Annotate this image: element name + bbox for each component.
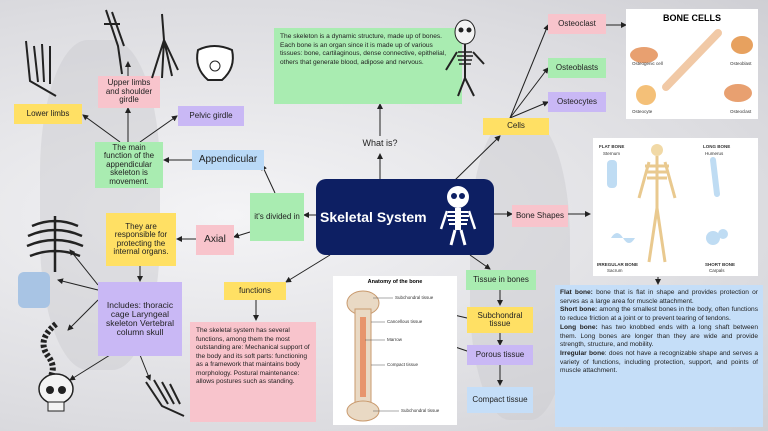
humerus-label: Humerus: [705, 151, 724, 156]
osteoclast-label: Osteoclast: [558, 18, 596, 28]
skeleton-figure-icon: [445, 19, 485, 97]
divided-label: it's divided in: [254, 211, 300, 221]
osteogenic-cell-label: Osteogenic cell: [632, 61, 663, 66]
info-long-bone: Long bone: has two knobbed ends with a l…: [560, 324, 758, 350]
functions-description: The skeletal system has several function…: [196, 327, 310, 386]
bone-shapes-info-box: Flat bone: bone that is flat in shape an…: [555, 285, 763, 427]
cells-osteoblasts-node: Osteoblasts: [548, 58, 606, 78]
rib-cage-icon: [26, 216, 84, 272]
bone-anatomy-panel: Anatomy of the bone Subchondral tissue C…: [333, 276, 457, 425]
upper-limbs-node: Upper limbs and shoulder girdle: [98, 76, 160, 108]
what-is-label: What is?: [362, 138, 398, 149]
porous-tissue-label: Porous tissue: [475, 349, 525, 359]
tissue-label: Tissue in bones: [473, 274, 529, 284]
info-short-bone: Short bone: among the smallest bones in …: [560, 306, 758, 323]
bone-cells-illustration: [630, 29, 753, 105]
appendicular-description: The main function of the appendicular sk…: [103, 143, 155, 186]
lower-limbs-label: Lower limbs: [26, 108, 70, 118]
skeleton-icon: [439, 186, 477, 246]
osteocytes-label: Osteocytes: [556, 96, 597, 106]
appendicular-description-box: The main function of the appendicular sk…: [95, 142, 163, 188]
sacrum-label: Sacrum: [607, 268, 623, 273]
pelvic-girdle-label: Pelvic girdle: [189, 110, 233, 120]
larynx-icon: [18, 272, 50, 308]
cells-node: Cells: [483, 118, 549, 135]
info-flat-bone: Flat bone: bone that is flat in shape an…: [560, 289, 758, 306]
axial-includes: Includes: thoracic cage Laryngeal skelet…: [105, 300, 175, 337]
bone-shapes-illustration: [607, 144, 728, 263]
pelvic-girdle-node: Pelvic girdle: [178, 106, 244, 126]
info-irregular-bone-text: : does not have a recognizable shape and…: [560, 349, 758, 375]
appendicular-node: Appendicular: [192, 150, 264, 170]
foot-bones-icon: [25, 40, 57, 97]
bone-cells-title: BONE CELLS: [662, 13, 721, 23]
info-flat-bone-term: Flat bone:: [560, 289, 593, 296]
central-title: Skeletal System: [320, 209, 427, 225]
upper-limbs-label: Upper limbs and shoulder girdle: [105, 78, 153, 105]
compact-tissue-node: Compact tissue: [467, 387, 533, 413]
functions-node: functions: [224, 282, 286, 300]
subchondral-tissue-node: Subchondral tissue: [467, 307, 533, 333]
axial-node: Axial: [196, 225, 234, 255]
tissue-node: Tissue in bones: [466, 270, 536, 290]
osteoclast-panel-label: Osteoclast: [730, 109, 752, 114]
what-is-description-box: The skeleton is a dynamic structure, mad…: [274, 28, 462, 104]
axial-label: Axial: [204, 233, 226, 245]
functions-label: functions: [238, 285, 272, 295]
cells-osteocytes-node: Osteocytes: [548, 92, 606, 112]
skull-icon: [38, 373, 74, 412]
cells-label: Cells: [507, 121, 525, 131]
flat-bone-label: FLAT BONE: [599, 144, 625, 149]
central-node: Skeletal System: [316, 179, 494, 255]
anatomy-subchondral-bottom-label: Subchondral tissue: [401, 408, 440, 413]
info-irregular-bone: Irregular bone: does not have a recogniz…: [560, 350, 758, 376]
info-long-bone-term: Long bone:: [560, 323, 598, 331]
bone-shapes-panel: FLAT BONE Sternum LONG BONE Humerus IRRE…: [593, 138, 758, 276]
axial-description: They are responsible for protecting the …: [113, 221, 169, 256]
osteoblasts-label: Osteoblasts: [555, 62, 599, 72]
anatomy-cancellous-label: Cancellous tissue: [387, 319, 423, 324]
info-flat-bone-text: bone that is flat in shape and provides …: [560, 289, 758, 305]
bone-anatomy-illustration: [346, 290, 399, 422]
lower-limbs-node: Lower limbs: [14, 104, 82, 124]
anatomy-compact-label: Compact tissue: [387, 362, 419, 367]
bone-cells-panel: BONE CELLS Osteogenic cell Osteoblast Os…: [626, 9, 758, 119]
info-long-bone-text: has two knobbed ends with a long shaft b…: [560, 323, 759, 349]
pelvis-icon: [196, 45, 234, 81]
hand-bones-icon: [151, 13, 179, 79]
anatomy-title: Anatomy of the bone: [367, 279, 423, 285]
functions-description-box: The skeletal system has several function…: [190, 322, 316, 422]
osteoblast-panel-label: Osteoblast: [730, 61, 752, 66]
what-is-description: The skeleton is a dynamic structure, mad…: [280, 33, 447, 66]
anatomy-subchondral-label: Subchondral tissue: [395, 295, 434, 300]
what-is-node: What is?: [352, 136, 408, 152]
carpals-label: Carpals: [709, 268, 725, 273]
cells-osteoclast-node: Osteoclast: [548, 14, 606, 34]
info-irregular-bone-term: Irregular bone: [560, 349, 605, 357]
short-bone-label: SHORT BONE: [705, 262, 736, 267]
sternum-label: Sternum: [603, 151, 621, 156]
bone-shapes-label: Bone Shapes: [515, 210, 565, 220]
appendicular-label: Appendicular: [198, 153, 258, 165]
info-short-bone-term: Short bone:: [560, 306, 598, 314]
arm-bones-icon: [104, 9, 125, 75]
divided-node: it's divided in: [250, 193, 304, 241]
subchondral-tissue-label: Subchondral tissue: [477, 310, 523, 328]
info-short-bone-text: among the smallest bones in the body, of…: [560, 306, 758, 323]
anatomy-marrow-label: Marrow: [387, 337, 403, 342]
compact-tissue-label: Compact tissue: [472, 394, 528, 404]
axial-description-box: They are responsible for protecting the …: [106, 213, 176, 266]
axial-includes-box: Includes: thoracic cage Laryngeal skelet…: [98, 282, 182, 356]
irregular-bone-label: IRREGULAR BONE: [597, 262, 639, 267]
long-bone-label: LONG BONE: [703, 144, 731, 149]
bone-shapes-node: Bone Shapes: [512, 205, 568, 227]
foot-bones-icon-2: [145, 379, 185, 417]
osteocyte-panel-label: Osteocyte: [632, 109, 653, 114]
porous-tissue-node: Porous tissue: [467, 345, 533, 365]
